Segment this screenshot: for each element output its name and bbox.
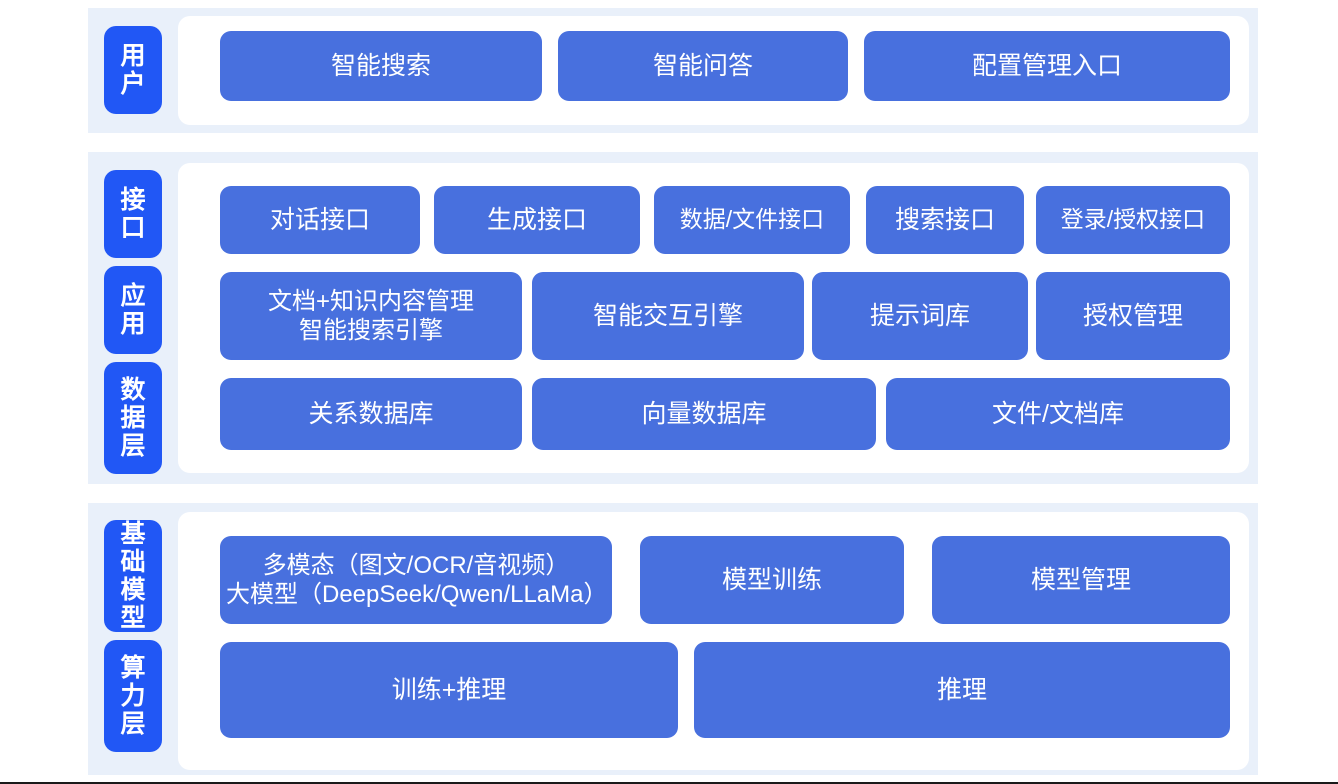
chip-multimodal-llm[interactable]: 多模态（图文/OCR/音视频） 大模型（DeepSeek/Qwen/LLaMa）	[220, 536, 612, 624]
layer-label-application-text: 应用	[120, 282, 146, 338]
chip-auth-management[interactable]: 授权管理	[1036, 272, 1230, 360]
chip-file-doc-db[interactable]: 文件/文档库	[886, 378, 1230, 450]
chip-smart-qa[interactable]: 智能问答	[558, 31, 848, 101]
bottom-rule	[0, 782, 1338, 784]
layer-label-user-text: 用户	[120, 42, 146, 98]
chip-search-api[interactable]: 搜索接口	[866, 186, 1024, 254]
layer-label-interface-text: 接口	[120, 186, 146, 242]
chip-train-infer[interactable]: 训练+推理	[220, 642, 678, 738]
chip-smart-search[interactable]: 智能搜索	[220, 31, 542, 101]
chip-dialog-api[interactable]: 对话接口	[220, 186, 420, 254]
chip-auth-api[interactable]: 登录/授权接口	[1036, 186, 1230, 254]
layer-label-base-model-text: 基础模型	[120, 520, 146, 632]
chip-relational-db[interactable]: 关系数据库	[220, 378, 522, 450]
chip-interaction-engine[interactable]: 智能交互引擎	[532, 272, 804, 360]
layer-label-user: 用户	[104, 26, 162, 114]
chip-model-training[interactable]: 模型训练	[640, 536, 904, 624]
chip-config-entry[interactable]: 配置管理入口	[864, 31, 1230, 101]
chip-vector-db[interactable]: 向量数据库	[532, 378, 876, 450]
chip-doc-knowledge[interactable]: 文档+知识内容管理 智能搜索引擎	[220, 272, 522, 360]
chip-infer[interactable]: 推理	[694, 642, 1230, 738]
layer-label-application: 应用	[104, 266, 162, 354]
layer-label-interface: 接口	[104, 170, 162, 258]
layer-label-compute: 算力层	[104, 640, 162, 752]
chip-prompt-library[interactable]: 提示词库	[812, 272, 1028, 360]
chip-model-management[interactable]: 模型管理	[932, 536, 1230, 624]
chip-generate-api[interactable]: 生成接口	[434, 186, 640, 254]
layer-label-data: 数据层	[104, 362, 162, 474]
layer-label-compute-text: 算力层	[120, 654, 146, 738]
layer-label-base-model: 基础模型	[104, 520, 162, 632]
chip-data-file-api[interactable]: 数据/文件接口	[654, 186, 850, 254]
layer-label-data-text: 数据层	[120, 376, 146, 460]
